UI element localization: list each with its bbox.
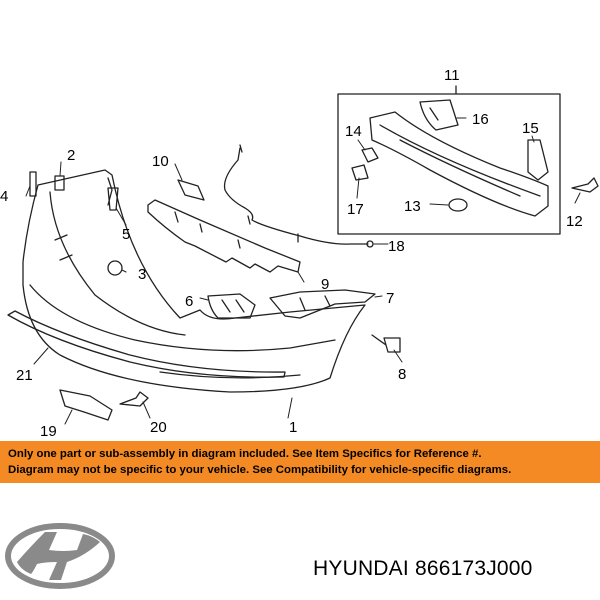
callout-14: 14 (345, 123, 362, 140)
callout-4: 4 (0, 188, 8, 205)
disclaimer-line-1: Only one part or sub-assembly in diagram… (8, 448, 482, 460)
callout-2: 2 (67, 147, 75, 164)
rear-bumper-cover (22, 169, 366, 393)
bolt-4 (29, 171, 37, 197)
callout-11: 11 (444, 67, 460, 84)
callout-9: 9 (321, 276, 329, 293)
bolt-2 (54, 175, 65, 191)
exploded-parts-diagram: 1 2 3 4 5 6 7 8 9 10 11 12 13 14 15 16 1… (0, 67, 599, 440)
small-bracket-10 (177, 179, 205, 201)
callout-7: 7 (386, 290, 394, 307)
bracket-16 (419, 99, 459, 131)
side-bracket-7 (269, 289, 376, 319)
callout-18: 18 (388, 238, 405, 255)
screw-5 (107, 187, 119, 211)
callout-16: 16 (472, 111, 489, 128)
callout-10: 10 (152, 153, 169, 170)
connector-17 (351, 164, 369, 181)
wiring-harness (223, 147, 369, 245)
energy-absorber (369, 111, 549, 217)
bracket-15 (527, 139, 549, 181)
callout-5: 5 (122, 226, 130, 243)
callout-21: 21 (16, 367, 33, 384)
callout-15: 15 (522, 120, 539, 137)
side-bracket-6 (207, 293, 256, 319)
absorber-assembly-box (337, 93, 561, 235)
bolt-12 (571, 177, 599, 193)
nut-3 (107, 260, 123, 276)
callout-6: 6 (185, 293, 193, 310)
callout-3: 3 (138, 266, 146, 283)
callout-8: 8 (398, 366, 406, 383)
callout-17: 17 (347, 201, 364, 218)
callout-1: 1 (289, 419, 297, 436)
lower-lip-strip (7, 310, 286, 378)
disclaimer-line-2: Diagram may not be specific to your vehi… (8, 464, 512, 476)
hyundai-logo-icon (5, 523, 115, 589)
screw-8 (371, 334, 401, 353)
callout-20: 20 (150, 419, 167, 436)
part-number-label: HYUNDAI 866173J000 (313, 557, 533, 580)
callout-12: 12 (566, 213, 583, 230)
screw-20 (119, 391, 149, 407)
connector-14 (361, 147, 379, 163)
callout-13: 13 (404, 198, 421, 215)
disclaimer-banner: Only one part or sub-assembly in diagram… (0, 441, 600, 483)
reflector-bracket-19 (59, 389, 113, 421)
clip-13 (448, 198, 468, 212)
bumper-bracket (147, 199, 301, 273)
callout-19: 19 (40, 423, 57, 440)
